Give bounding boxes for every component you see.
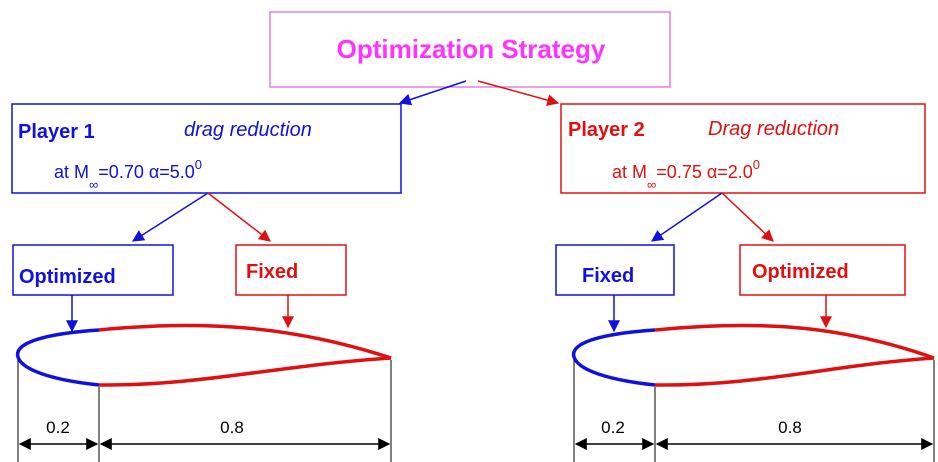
player2-cond-sup: 0 <box>753 157 760 172</box>
player1-left-label: Optimized <box>19 266 116 288</box>
player2-airfoil-lower-rear <box>654 356 935 387</box>
player2-arrow-optimized <box>721 192 774 242</box>
player2-airfoil-upper-rear <box>654 323 935 360</box>
title-box <box>269 11 671 88</box>
player2-right-label: Optimized <box>752 261 849 283</box>
player1-box <box>11 103 402 194</box>
player1-right-box <box>235 244 347 296</box>
player1-cond-prefix: at M <box>54 162 89 182</box>
player1-dim-front-label: 0.2 <box>46 418 70 437</box>
player2-condition: at M∞=0.75 α=2.00 <box>612 157 760 192</box>
player1-dim-rear-label: 0.8 <box>220 418 244 437</box>
player2-right-box <box>739 244 906 296</box>
player2-left-box <box>555 244 675 296</box>
player1-right-label: Fixed <box>246 261 298 283</box>
title-text: Optimization Strategy <box>337 34 606 64</box>
player1-arrow-optimized <box>131 192 209 242</box>
player1-condition: at M∞=0.70 α=5.00 <box>54 157 202 192</box>
player2-cond-sub: ∞ <box>647 177 656 192</box>
arrow-title-to-player1 <box>398 80 467 106</box>
player2-left-label: Fixed <box>582 265 634 287</box>
player1-goal: drag reduction <box>184 119 312 141</box>
player2-goal: Drag reduction <box>708 118 839 140</box>
player2-cond-value: =0.75 α=2.0 <box>656 162 753 182</box>
player2-arrow-fixed <box>651 192 723 242</box>
player1-name: Player 1 <box>18 121 95 143</box>
arrow-title-to-player2 <box>477 80 560 106</box>
player1-airfoil-upper-rear <box>98 323 392 360</box>
player1-left-box <box>12 244 174 296</box>
player2-box <box>560 103 926 194</box>
player2-cond-prefix: at M <box>612 162 647 182</box>
player1-cond-sub: ∞ <box>89 177 98 192</box>
player2-dim-rear-label: 0.8 <box>778 418 802 437</box>
player1-airfoil-lower-rear <box>98 356 392 387</box>
player2-name: Player 2 <box>568 119 645 141</box>
player1-airfoil-leading-edge <box>15 328 100 387</box>
player2-airfoil-leading-edge <box>571 328 656 387</box>
player1-cond-sup: 0 <box>195 157 202 172</box>
player1-cond-value: =0.70 α=5.0 <box>98 162 195 182</box>
player2-dim-front-label: 0.2 <box>601 418 625 437</box>
player1-arrow-fixed <box>207 192 271 242</box>
